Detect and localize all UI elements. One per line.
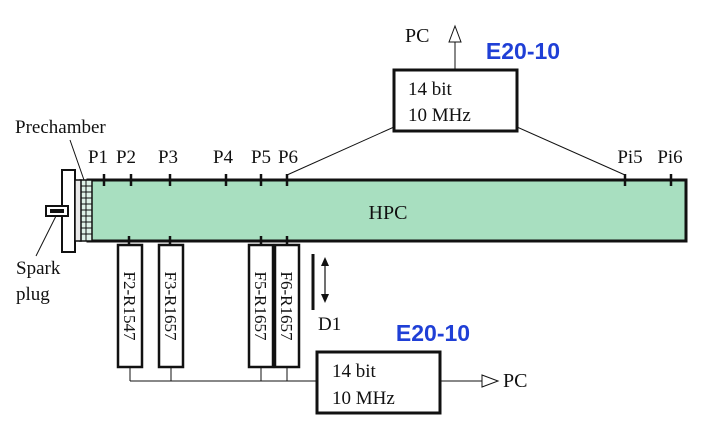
port-label-p2: P2: [116, 147, 136, 168]
bottom-adc-tag: E20-10: [396, 320, 470, 346]
spark-plug-label-line2: plug: [16, 284, 50, 305]
connector-p6-to-top-adc: [286, 126, 395, 176]
port-label-p4: P4: [213, 147, 234, 168]
top-ports: [102, 174, 673, 186]
pc-top-label: PC: [405, 25, 429, 47]
hpc-label: HPC: [369, 202, 408, 224]
sensor-bus: [129, 367, 317, 382]
sensor-label-f2: F2-R1547: [120, 272, 139, 341]
top-adc-line1: 14 bit: [408, 79, 453, 100]
spark-plug-core: [50, 209, 64, 213]
sensor-label-f6: F6-R1657: [277, 272, 296, 341]
bottom-adc-line1: 14 bit: [332, 361, 377, 382]
double-arrow-vertical-icon: [321, 257, 329, 303]
port-label-p5: P5: [251, 147, 271, 168]
sensor-label-f3: F3-R1657: [161, 272, 180, 341]
sensor-box-f5: [247, 243, 275, 369]
bottom-adc-box: [315, 350, 442, 415]
pc-bottom-label: PC: [503, 370, 527, 392]
port-label-pi6: Pi6: [657, 147, 682, 168]
port-label-p1: P1: [88, 147, 108, 168]
connector-pi5-to-top-adc: [516, 126, 626, 176]
sensor-label-f5: F5-R1657: [251, 272, 270, 341]
top-adc-tag: E20-10: [486, 38, 560, 64]
flange-ring: [74, 179, 82, 242]
d1-label: D1: [318, 314, 341, 335]
spark-plug-leader-line: [35, 215, 57, 257]
port-label-p3: P3: [158, 147, 178, 168]
arrow-up-icon: [448, 24, 462, 70]
bottom-adc-line2: 10 MHz: [332, 388, 395, 409]
prechamber-label: Prechamber: [15, 117, 106, 138]
spark-plug-label-line1: Spark: [16, 258, 61, 279]
prechamber-leader-line: [69, 139, 85, 181]
port-label-p6: P6: [278, 147, 298, 168]
arrow-right-icon: [440, 374, 500, 388]
port-label-pi5: Pi5: [617, 147, 642, 168]
top-adc-line2: 10 MHz: [408, 105, 471, 126]
sensor-box-f3: [157, 243, 185, 369]
prechamber-section: [79, 179, 93, 242]
